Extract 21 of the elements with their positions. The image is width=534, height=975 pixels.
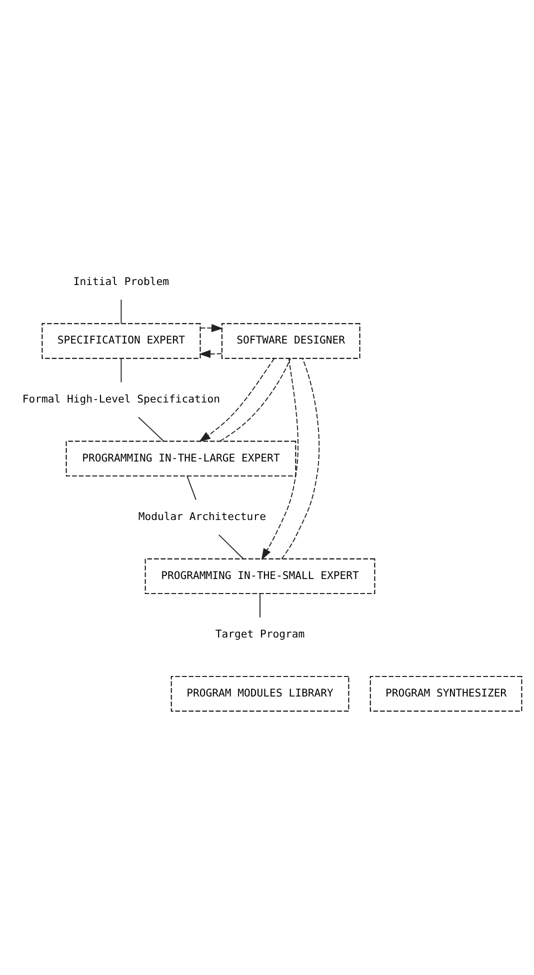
node-box: PROGRAMMING IN-THE-SMALL EXPERT: [144, 558, 376, 594]
node-text: Initial Problem: [73, 275, 170, 288]
arrow: [261, 358, 298, 560]
arrow: [198, 349, 222, 358]
connector: [138, 416, 164, 442]
connector: [218, 534, 244, 559]
connector: [120, 298, 122, 324]
node-text: Modular Architecture: [138, 510, 266, 523]
arrow: [198, 358, 275, 442]
arrow: [200, 323, 224, 332]
node-box: PROGRAM SYNTHESIZER: [370, 675, 522, 712]
node-box: SOFTWARE DESIGNER: [221, 322, 360, 358]
connector: [186, 475, 196, 500]
node-text: Target Program: [215, 628, 305, 640]
connector: [120, 357, 122, 382]
connector: [220, 358, 291, 442]
node-box: PROGRAMMING IN-THE-LARGE EXPERT: [66, 440, 296, 476]
connector: [281, 358, 320, 559]
node-box: PROGRAM MODULES LIBRARY: [170, 675, 350, 712]
node-box: SPECIFICATION EXPERT: [42, 322, 201, 358]
node-text: Formal High-Level Specification: [22, 393, 220, 405]
